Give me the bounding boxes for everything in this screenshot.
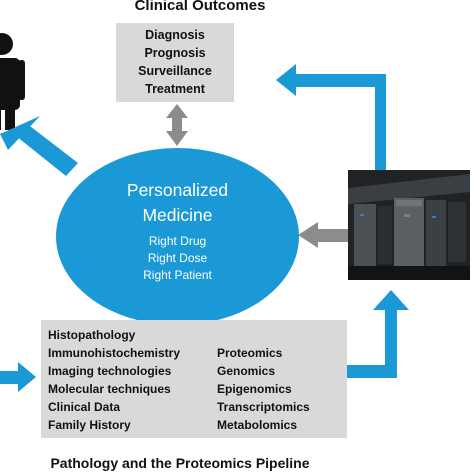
arrow-into-pipeline bbox=[0, 362, 36, 392]
pipeline-item: Metabolomics bbox=[217, 418, 298, 432]
pipeline-item: Family History bbox=[48, 418, 131, 432]
personalized-medicine-ellipse bbox=[56, 148, 299, 325]
pipeline-item: Genomics bbox=[217, 364, 276, 378]
outcome-item: Treatment bbox=[145, 82, 205, 96]
arrow-to-person bbox=[0, 116, 78, 176]
pipeline-item: Histopathology bbox=[48, 328, 136, 342]
pipeline-item: Imaging technologies bbox=[48, 364, 172, 378]
pipeline-box bbox=[41, 320, 347, 438]
clinical-outcomes-box: Diagnosis Prognosis Surveillance Treatme… bbox=[116, 23, 234, 102]
personalized-medicine-title: Personalized Medicine bbox=[56, 178, 299, 228]
pm-title-line1: Personalized bbox=[126, 180, 229, 200]
outcome-item: Diagnosis bbox=[145, 28, 205, 42]
outcome-item: Surveillance bbox=[138, 64, 212, 78]
pipeline-item: Proteomics bbox=[217, 346, 283, 360]
arrow-computer-to-medicine bbox=[298, 222, 348, 248]
pipeline-right-column: Proteomics Genomics Epigenomics Transcri… bbox=[217, 344, 310, 434]
pipeline-item: Immunohistochemistry bbox=[48, 346, 181, 360]
arrow-outcomes-medicine bbox=[166, 104, 188, 146]
supercomputer-image bbox=[348, 170, 470, 280]
pipeline-left-column: Histopathology Immunohistochemistry Imag… bbox=[48, 326, 180, 434]
pipeline-item: Molecular techniques bbox=[48, 382, 171, 396]
pm-title-line2: Medicine bbox=[142, 205, 213, 225]
pm-item: Right Drug bbox=[148, 234, 207, 248]
personalized-medicine-items: Right Drug Right Dose Right Patient bbox=[56, 233, 299, 284]
arrow-pipeline-to-computer bbox=[347, 290, 409, 378]
pipeline-item: Transcriptomics bbox=[217, 400, 310, 414]
pipeline-item: Clinical Data bbox=[48, 400, 121, 414]
supercomputer-icon bbox=[348, 170, 470, 280]
person-icon bbox=[0, 33, 25, 130]
arrow-to-outcomes bbox=[276, 64, 386, 170]
pm-item: Right Patient bbox=[143, 268, 212, 282]
clinical-outcomes-title: Clinical Outcomes bbox=[134, 0, 266, 14]
outcome-item: Prognosis bbox=[144, 46, 206, 60]
pipeline-item: Epigenomics bbox=[217, 382, 292, 396]
pipeline-title: Pathology and the Proteomics Pipeline bbox=[50, 455, 310, 471]
pm-item: Right Dose bbox=[147, 251, 208, 265]
